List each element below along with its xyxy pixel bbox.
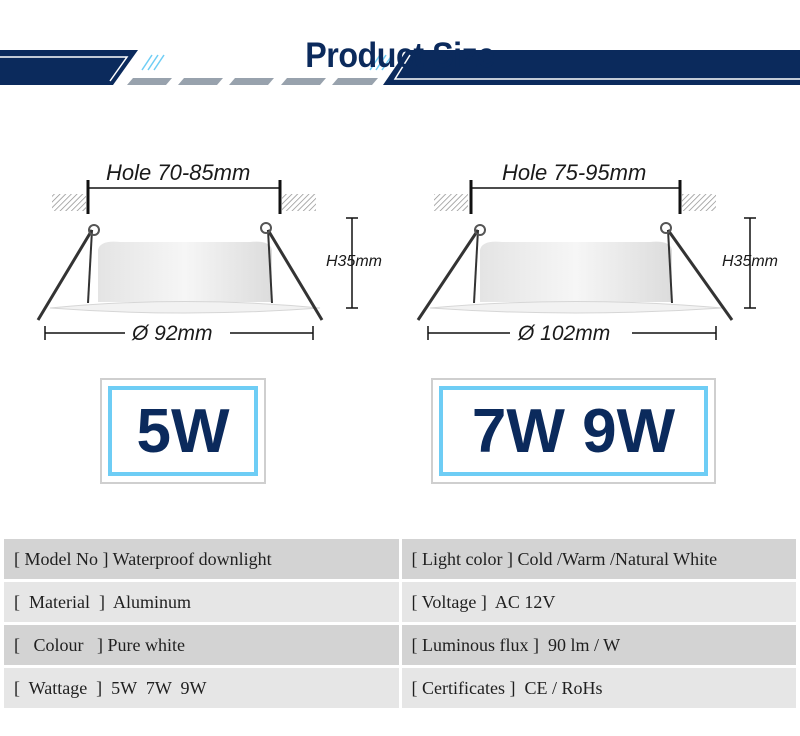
table-row: [ Colour ] Pure white [ Luminous flux ] … [4, 625, 796, 665]
header-banner: Product Size [0, 0, 800, 110]
downlight-drawing [36, 180, 358, 340]
page-title: Product Size [305, 36, 495, 75]
product-diagram-small: Hole 70-85mm H35mm Ø 92mm [30, 150, 410, 350]
spec-material: [ Material ] Aluminum [4, 582, 399, 622]
hole-size-label: Hole 70-85mm [106, 160, 251, 185]
height-label: H35mm [326, 253, 383, 270]
table-row: [ Model No ] Waterproof downlight [ Ligh… [4, 539, 796, 579]
table-row: [ Wattage ] 5W 7W 9W [ Certificates ] CE… [4, 668, 796, 708]
wattage-label: 7W 9W [471, 396, 676, 466]
wattage-badge-inner: 7W 9W [439, 386, 708, 476]
spec-wattage: [ Wattage ] 5W 7W 9W [4, 668, 399, 708]
wattage-label: 5W [136, 396, 230, 466]
spec-certificates: [ Certificates ] CE / RoHs [401, 668, 796, 708]
diameter-label: Ø 92mm [132, 322, 213, 345]
spec-voltage: [ Voltage ] AC 12V [401, 582, 796, 622]
spec-model-no: [ Model No ] Waterproof downlight [4, 539, 399, 579]
specifications-table: [ Model No ] Waterproof downlight [ Ligh… [4, 539, 796, 711]
downlight-drawing [416, 180, 756, 340]
banner-graphic [0, 50, 800, 85]
wattage-badge-inner: 5W [108, 386, 258, 476]
hole-size-label: Hole 75-95mm [502, 160, 647, 185]
diameter-label: Ø 102mm [518, 322, 611, 345]
spec-luminous-flux: [ Luminous flux ] 90 lm / W [401, 625, 796, 665]
spec-light-color: [ Light color ] Cold /Warm /Natural Whit… [401, 539, 796, 579]
wattage-badge-5w: 5W [100, 378, 266, 484]
wattage-badge-7w-9w: 7W 9W [431, 378, 716, 484]
table-row: [ Material ] Aluminum [ Voltage ] AC 12V [4, 582, 796, 622]
spec-colour: [ Colour ] Pure white [4, 625, 399, 665]
product-diagram-large: Hole 75-95mm H35mm Ø 102mm [410, 150, 800, 350]
height-label: H35mm [722, 253, 779, 270]
